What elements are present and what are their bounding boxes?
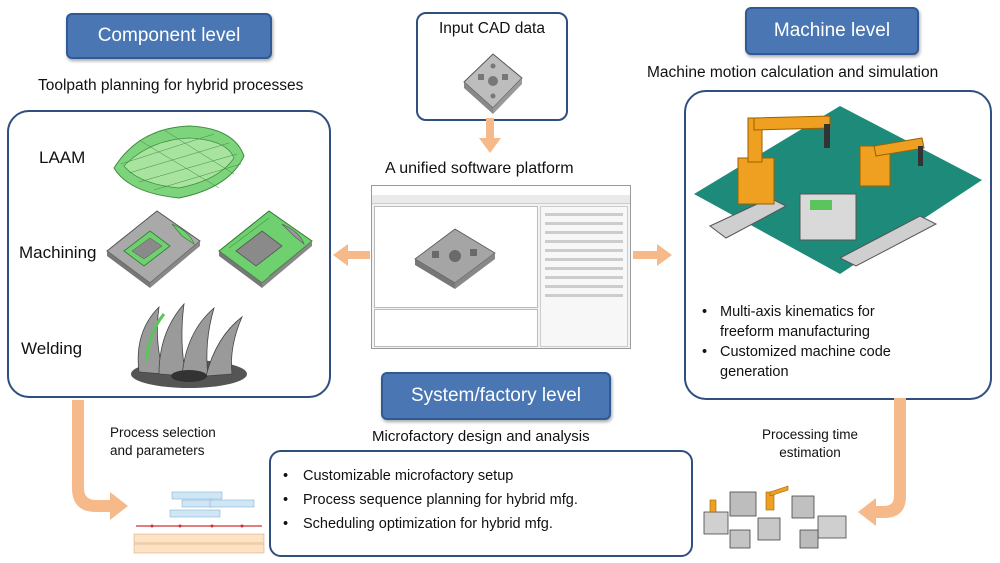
system-level-subtitle: Microfactory design and analysis [372, 428, 590, 445]
processing-time-label: Processing time estimation [762, 426, 858, 462]
machine-level-subtitle: Machine motion calculation and simulatio… [647, 64, 939, 81]
component-level-header: Component level [66, 13, 272, 59]
machining-part-image-1 [106, 210, 201, 288]
machine-bullets: • Multi-axis kinematics for freeform manuf… [702, 302, 891, 382]
system-level-header: System/factory level [381, 372, 611, 420]
machine-bullet-2-line-1: Customized machine code [720, 344, 891, 360]
arrow-cad-to-platform [479, 118, 501, 153]
component-level-panel: LAAM Machining Welding [7, 110, 331, 398]
process-selection-label: Process selection and parameters [110, 424, 216, 460]
input-cad-title: Input CAD data [439, 20, 545, 37]
system-bullets: •Customizable microfactory setup •Proces… [283, 468, 578, 532]
microfactory-image [703, 485, 847, 549]
arrow-machine-to-factory [858, 398, 906, 526]
arrow-platform-to-machine [633, 244, 672, 266]
system-level-panel: •Customizable microfactory setup •Proces… [269, 450, 693, 557]
process-selection-line-2: and parameters [110, 443, 205, 458]
process-selection-line-1: Process selection [110, 425, 216, 440]
system-bullet-2: Process sequence planning for hybrid mfg… [303, 492, 578, 508]
system-bullet-1: Customizable microfactory setup [303, 468, 514, 484]
system-bullet-3: Scheduling optimization for hybrid mfg. [303, 516, 553, 532]
system-level-header-text: System/factory level [411, 385, 581, 406]
robot-cell-image [694, 106, 982, 274]
welding-impeller-image [131, 302, 247, 388]
machine-level-panel: • Multi-axis kinematics for freeform manuf… [684, 90, 992, 400]
machine-level-header: Machine level [745, 7, 919, 55]
processing-time-line-2: estimation [779, 445, 841, 460]
welding-label: Welding [21, 339, 83, 358]
cad-part-image [463, 53, 523, 114]
component-level-header-text: Component level [97, 25, 241, 46]
processing-time-line-1: Processing time [762, 427, 859, 442]
arrow-platform-to-component [333, 244, 370, 266]
software-window-screenshot [371, 185, 631, 349]
machining-part-image-2 [218, 210, 313, 288]
machining-label: Machining [19, 243, 97, 262]
bullet-dot: • [702, 304, 708, 320]
software-cad-preview [414, 228, 496, 289]
machine-level-header-text: Machine level [773, 20, 891, 41]
laam-dome-image [113, 125, 245, 199]
bullet-dot: • [702, 344, 708, 360]
schedule-timeline-image [132, 490, 266, 556]
machine-bullet-1-line-1: Multi-axis kinematics for [720, 304, 875, 320]
machine-bullet-2-line-2: generation [720, 364, 789, 380]
component-level-subtitle: Toolpath planning for hybrid processes [38, 77, 304, 94]
input-cad-box: Input CAD data [416, 12, 568, 121]
arrow-component-to-schedule [72, 400, 128, 520]
platform-title: A unified software platform [385, 160, 574, 177]
laam-label: LAAM [39, 148, 86, 167]
machine-bullet-1-line-2: freeform manufacturing [720, 324, 870, 340]
